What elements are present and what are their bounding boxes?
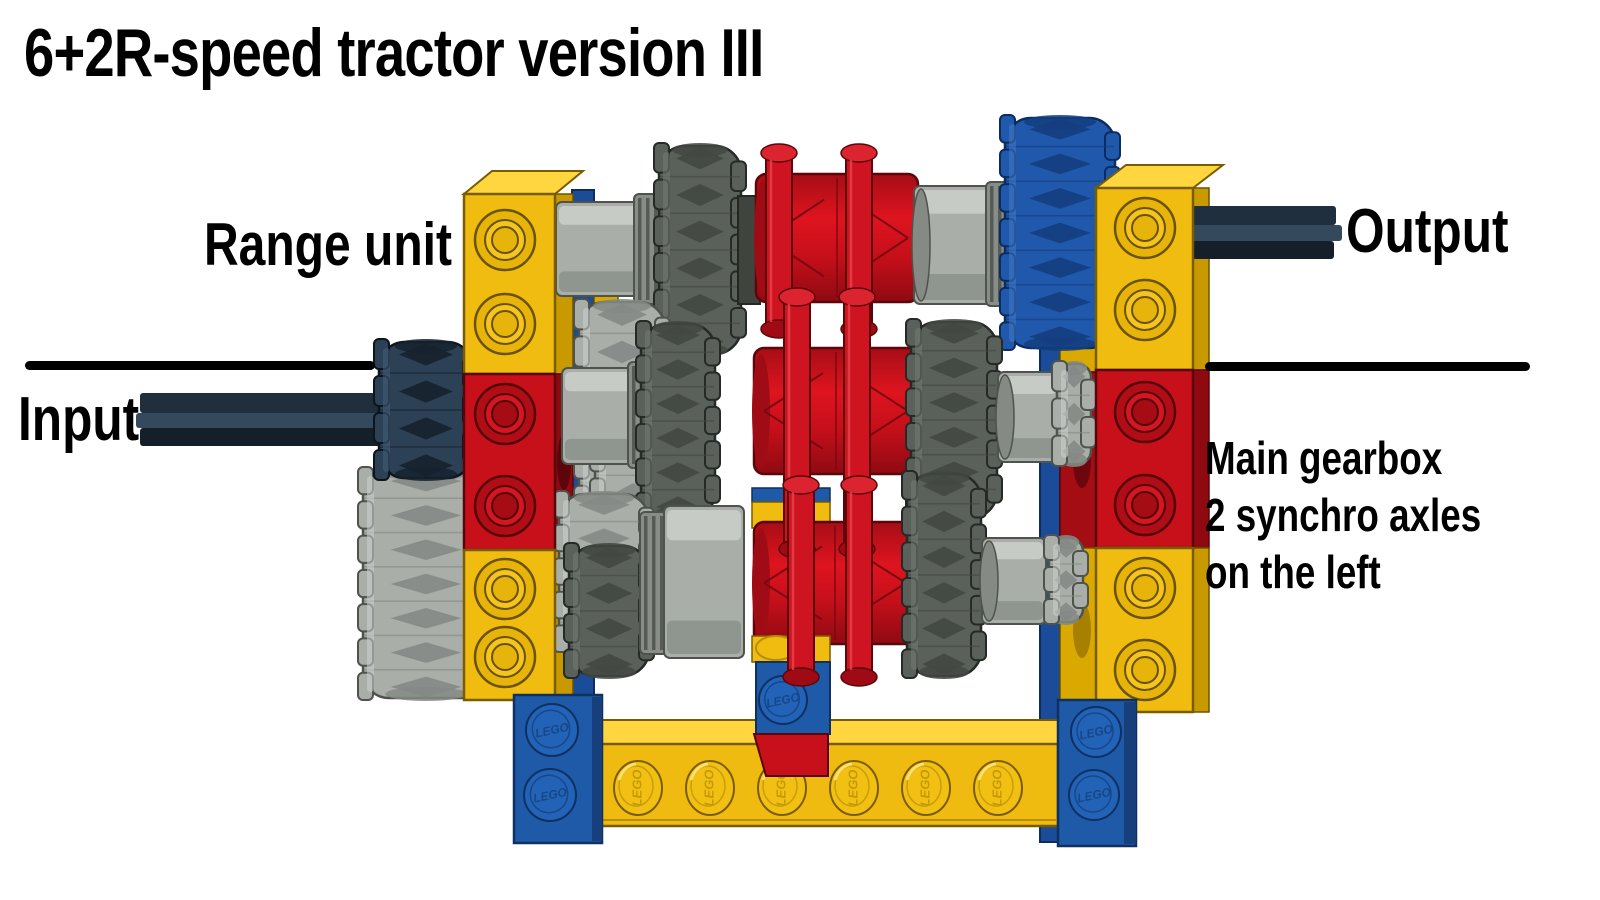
- technic-pin-holes: [1113, 556, 1177, 702]
- page-title: 6+2R-speed tractor version III: [24, 15, 764, 91]
- lego-stud: LEGO: [973, 760, 1023, 816]
- red-flange: [760, 143, 798, 339]
- range-unit-label: Range unit: [204, 211, 452, 278]
- driving-ring-red: [752, 520, 918, 646]
- input-gear: [373, 338, 479, 481]
- support-pillar-left: LEGO LEGO: [512, 693, 604, 845]
- main-gearbox-note: Main gearbox 2 synchro axles on the left: [1205, 432, 1482, 598]
- lego-stud: LEGO: [523, 768, 577, 822]
- coupler: [561, 367, 635, 465]
- lego-stud: LEGO: [829, 760, 879, 816]
- divider-line-left: [25, 361, 375, 370]
- svg-text:LEGO: LEGO: [917, 770, 932, 807]
- clutch-gear: [901, 470, 987, 679]
- lego-stud: LEGO: [685, 760, 735, 816]
- red-wedge-brick: [752, 733, 829, 777]
- clutch-ring: [633, 193, 661, 305]
- technic-pin-holes: [473, 557, 537, 689]
- coupler: [995, 371, 1061, 463]
- technic-pin-holes: [473, 208, 537, 356]
- clutch-gear: [635, 320, 721, 521]
- svg-text:LEGO: LEGO: [989, 770, 1004, 807]
- input-axle: [136, 393, 402, 446]
- output-axle: [1184, 206, 1342, 259]
- svg-text:LEGO: LEGO: [845, 770, 860, 807]
- red-flange: [840, 475, 878, 687]
- svg-text:LEGO: LEGO: [773, 770, 788, 807]
- knob-gear: [1051, 360, 1097, 467]
- lego-stud: LEGO: [758, 675, 808, 725]
- output-label: Output: [1346, 197, 1509, 266]
- lego-stud: LEGO: [1068, 769, 1120, 821]
- technic-pin-holes: [1113, 196, 1177, 342]
- technic-pin-holes: [473, 382, 537, 538]
- input-label: Input: [18, 385, 140, 454]
- lego-stud: LEGO: [901, 760, 951, 816]
- support-pillar-right: LEGO LEGO: [1056, 698, 1138, 848]
- driving-ring-red: [752, 346, 920, 476]
- right-frame-beam: [1093, 164, 1226, 714]
- left-frame-beam: [461, 170, 586, 702]
- lego-stud: LEGO: [525, 703, 579, 757]
- coupler: [555, 201, 641, 297]
- lego-stud: LEGO: [1070, 706, 1122, 758]
- red-flange: [782, 475, 820, 687]
- coupler: [911, 185, 993, 305]
- lego-stud: LEGO: [613, 760, 663, 816]
- coupler: [979, 537, 1047, 625]
- svg-text:LEGO: LEGO: [629, 770, 644, 807]
- technic-pin-holes: [1113, 380, 1177, 537]
- knob-gear: [1043, 534, 1089, 625]
- divider-line-right: [1205, 362, 1530, 371]
- coupler: [663, 505, 745, 659]
- svg-text:LEGO: LEGO: [701, 770, 716, 807]
